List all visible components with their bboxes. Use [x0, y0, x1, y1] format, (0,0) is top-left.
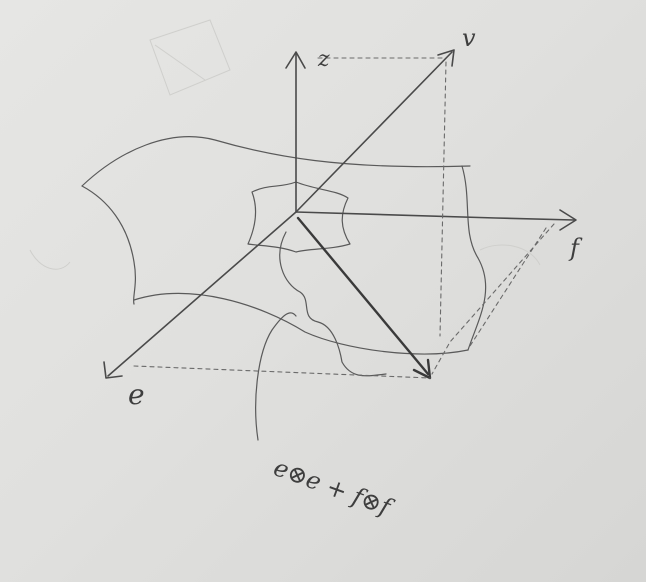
axis-label-z: z [317, 47, 330, 72]
surface-left-edge [81, 185, 137, 305]
f-axis-arrowhead [559, 209, 577, 231]
e-axis [107, 211, 297, 377]
projection-vector-arrowhead [412, 358, 432, 380]
e-axis-arrowhead [103, 361, 123, 379]
formula-label: e⊗e + f⊗f [270, 453, 398, 522]
surface-top-edge [81, 136, 471, 187]
v-axis-arrowhead [437, 49, 455, 67]
z-axis-arrowhead [285, 51, 306, 69]
axis-label-v: v [462, 24, 476, 52]
axis-label-e: e [128, 378, 145, 411]
formula-pointer-curve [255, 312, 297, 441]
dash-v-down [439, 61, 447, 337]
projection-vector [296, 216, 430, 376]
bleed-through-marks [29, 19, 541, 270]
f-axis [295, 211, 575, 221]
dash-e-to-projection [133, 365, 431, 379]
surface-bottom-edge [133, 292, 469, 355]
surface-bump-curve [279, 231, 387, 377]
v-axis [295, 51, 453, 213]
dash-f-to-projection [431, 223, 555, 375]
surface-right-edge [461, 165, 487, 351]
axis-label-f: f [568, 234, 583, 262]
